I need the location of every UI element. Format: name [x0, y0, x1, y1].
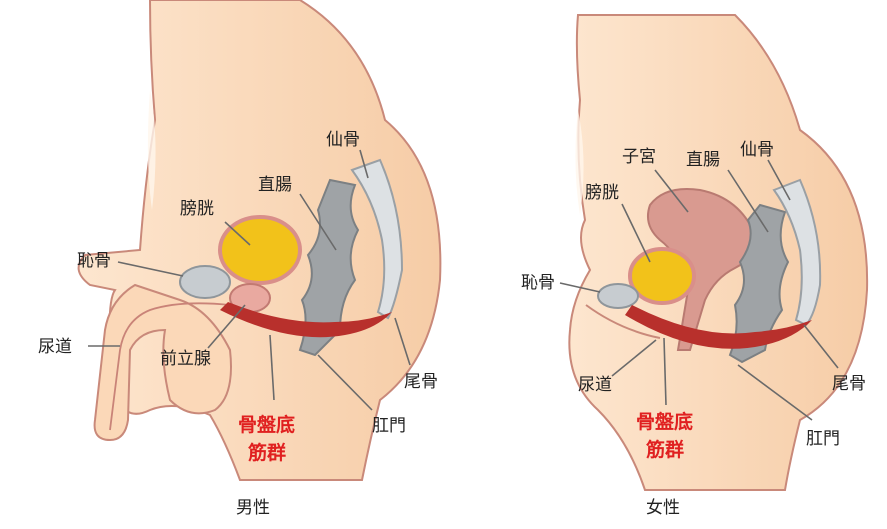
female-uterus [647, 188, 757, 351]
male-rectum [298, 178, 360, 357]
female-label-urethra: 尿道 [578, 375, 612, 395]
male-caption: 男性 [236, 498, 270, 518]
male-leader-lines [88, 149, 411, 411]
male-genitals [93, 283, 232, 442]
female-label-coccyx: 尾骨 [832, 374, 866, 394]
male-label-coccyx: 尾骨 [404, 372, 438, 392]
female-pelvic-floor-line1: 骨盤底 [636, 410, 693, 433]
female-pubic-bone [597, 283, 639, 309]
male-label-prostate: 前立腺 [160, 349, 211, 369]
male-pelvic-floor-line1: 骨盤底 [238, 413, 295, 436]
female-figure [568, 14, 869, 491]
male-figure [77, 0, 442, 481]
female-thigh-line [585, 304, 661, 339]
male-label-urethra: 尿道 [38, 337, 72, 357]
female-label-anus: 肛門 [806, 429, 840, 449]
female-pelvic-floor-muscle [625, 305, 812, 349]
male-label-anus: 肛門 [372, 416, 406, 436]
female-leader-lines [559, 159, 839, 421]
female-label-pubis: 恥骨 [521, 273, 555, 293]
male-label-rectum: 直腸 [258, 175, 292, 195]
female-rectum [728, 203, 790, 364]
female-label-sacrum: 仙骨 [740, 140, 774, 160]
male-pelvic-floor-muscle [220, 302, 392, 338]
male-bladder [218, 215, 302, 285]
female-label-rectum: 直腸 [686, 150, 720, 170]
female-bladder [628, 247, 696, 305]
male-pelvic-floor-line2: 筋群 [248, 441, 286, 464]
male-label-pubis: 恥骨 [77, 251, 111, 271]
female-skin-highlight [575, 110, 584, 215]
male-label-sacrum: 仙骨 [326, 130, 360, 150]
female-label-uterus: 子宮 [622, 147, 656, 167]
male-urethra-line [109, 302, 231, 431]
female-label-bladder: 膀胱 [585, 183, 619, 203]
female-pelvic-floor-line2: 筋群 [646, 438, 684, 461]
female-caption: 女性 [646, 498, 680, 518]
male-sacrum [350, 158, 404, 320]
male-label-bladder: 膀胱 [180, 199, 214, 219]
male-pubic-bone [179, 265, 231, 299]
male-skin-highlight [147, 90, 156, 210]
